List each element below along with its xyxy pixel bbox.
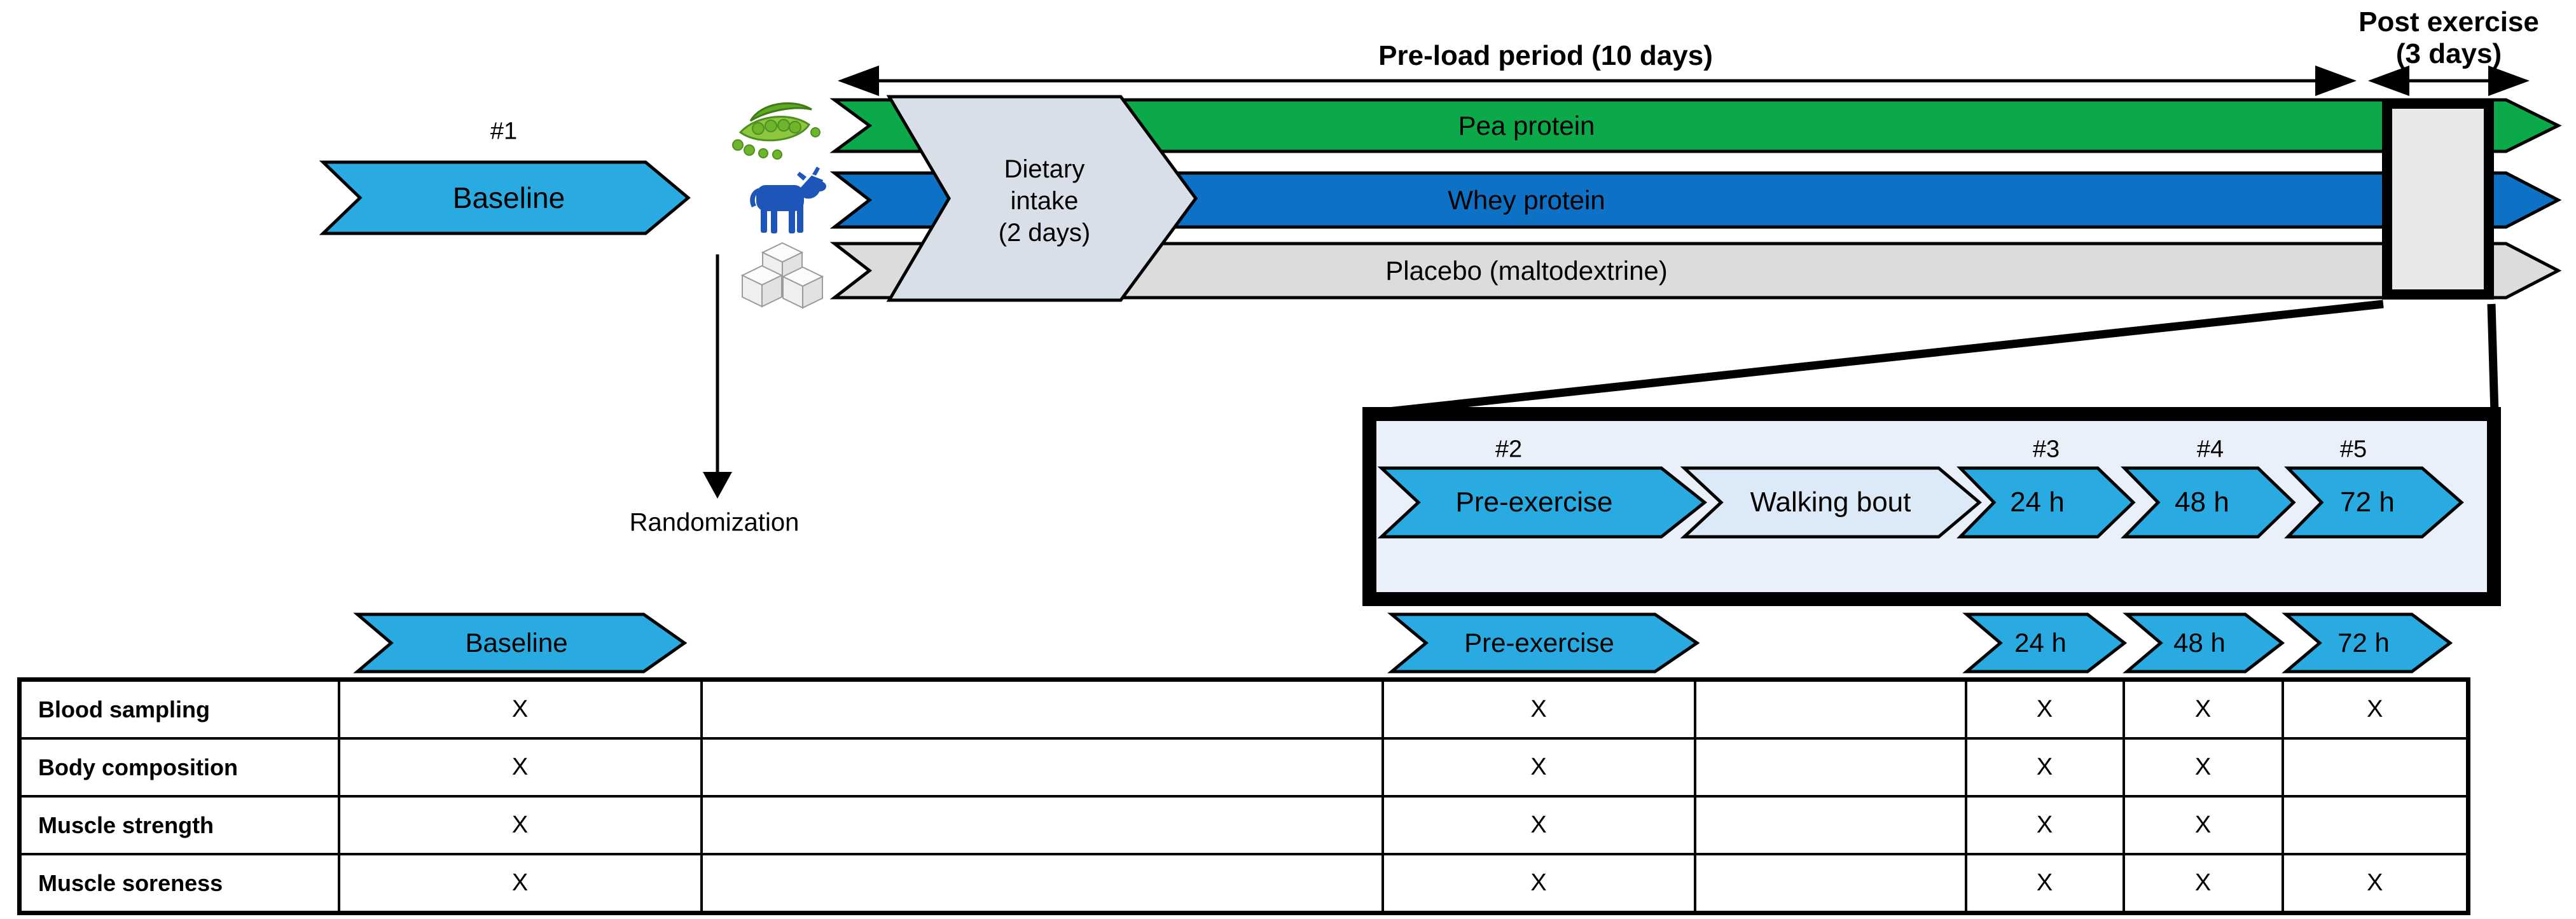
zoom-walking-bout-chevron [1680,466,1982,539]
cell-strength-48h: X [2122,795,2284,855]
cell-blood-pre-exercise: X [1381,678,1696,740]
table-row-body-composition: Body composition X X X X [18,737,2470,798]
header-pre-exercise-label: Pre-exercise [1464,628,1614,658]
cow-icon [750,167,826,233]
randomization-arrow [703,254,732,499]
header-pre-exercise-chevron [1387,612,1700,674]
cell-strength-24h: X [1964,795,2125,855]
cell-body-pre-exercise: X [1381,737,1696,798]
zoom-72h-label: 72 h [2340,487,2395,518]
post-exercise-label: Post exercise (3 days) [2358,6,2539,70]
magnifier-connector-right [2487,303,2499,414]
row-label-blood-sampling: Blood sampling [18,678,340,740]
dietary-intake-line1: Dietary [1004,155,1085,183]
cell-strength-72h [2281,795,2470,855]
post-exercise-label-line2: (3 days) [2395,38,2502,69]
cell-strength-baseline: X [337,795,703,855]
cell-strength-pre-exercise: X [1381,795,1696,855]
cell-soreness-72h: X [2281,853,2470,915]
cell-soreness-baseline: X [337,853,703,915]
visit-number-1: #1 [490,118,518,145]
whey-protein-band [829,171,2562,229]
post-exercise-label-line1: Post exercise [2358,6,2539,38]
zoom-24h-label: 24 h [2010,487,2065,518]
cell-body-48h: X [2122,737,2284,798]
visit-number-5: #5 [2339,436,2367,463]
row-label-muscle-strength: Muscle strength [18,795,340,855]
cell-soreness-gap [700,853,1384,915]
dietary-intake-line3: (2 days) [998,219,1091,247]
zoom-72h-chevron [2284,466,2464,539]
post-exercise-highlight-box [2382,99,2494,300]
preload-period-arrow [838,66,2357,96]
whey-protein-label: Whey protein [1448,185,1605,215]
header-baseline-label: Baseline [465,628,568,658]
header-48h-chevron [2122,612,2285,674]
cell-soreness-pre-exercise: X [1381,853,1696,915]
cell-blood-walking [1693,678,1967,740]
cell-body-baseline: X [337,737,703,798]
cell-soreness-walking [1693,853,1967,915]
zoom-24h-chevron [1956,466,2136,539]
header-24h-label: 24 h [2014,628,2067,658]
table-row-muscle-soreness: Muscle soreness X X X X X [18,853,2470,915]
cell-blood-48h: X [2122,678,2284,740]
cell-body-24h: X [1964,737,2125,798]
dietary-intake-label: Dietary intake (2 days) [999,153,1091,249]
zoom-walking-bout-label: Walking bout [1750,487,1911,518]
post-exercise-arrow [2368,66,2530,96]
zoom-pre-exercise-chevron [1377,466,1708,539]
cell-strength-walking [1693,795,1967,855]
cell-body-72h [2281,737,2470,798]
header-24h-chevron [1962,612,2128,674]
assessment-table: Blood sampling X X X X X Body compositio… [17,677,2470,915]
row-label-body-composition: Body composition [18,737,340,798]
cell-blood-24h: X [1964,678,2125,740]
cell-blood-72h: X [2281,678,2470,740]
cell-body-gap [700,737,1384,798]
cell-blood-baseline: X [337,678,703,740]
magnifier-connector-left [1370,300,2384,418]
cell-body-walking [1693,737,1967,798]
zoom-pre-exercise-label: Pre-exercise [1455,487,1613,518]
baseline-chevron [319,160,691,235]
header-baseline-chevron [353,612,688,674]
cell-strength-gap [700,795,1384,855]
preload-period-label: Pre-load period (10 days) [1378,40,1713,71]
visit-number-4: #4 [2196,436,2224,463]
pea-protein-band [829,98,2562,153]
table-row-muscle-strength: Muscle strength X X X X [18,795,2470,855]
baseline-label: Baseline [452,181,565,214]
visit-number-2: #2 [1495,436,1523,463]
table-row-blood-sampling: Blood sampling X X X X X [18,678,2470,740]
header-72h-chevron [2282,612,2453,674]
zoom-48h-label: 48 h [2175,487,2229,518]
cell-blood-gap [700,678,1384,740]
cell-soreness-48h: X [2122,853,2284,915]
visit-number-3: #3 [2032,436,2060,463]
pea-protein-label: Pea protein [1458,111,1595,141]
pea-icon [732,102,821,160]
placebo-label: Placebo (maltodextrine) [1385,256,1668,286]
header-72h-label: 72 h [2337,628,2390,658]
placebo-band [829,242,2562,300]
randomization-label: Randomization [629,508,800,537]
header-48h-label: 48 h [2173,628,2226,658]
sugar-icon [740,242,824,309]
row-label-muscle-soreness: Muscle soreness [18,853,340,915]
cell-soreness-24h: X [1964,853,2125,915]
dietary-intake-line2: intake [1010,187,1079,215]
zoom-48h-chevron [2121,466,2296,539]
dietary-intake-chevron [886,95,1198,302]
